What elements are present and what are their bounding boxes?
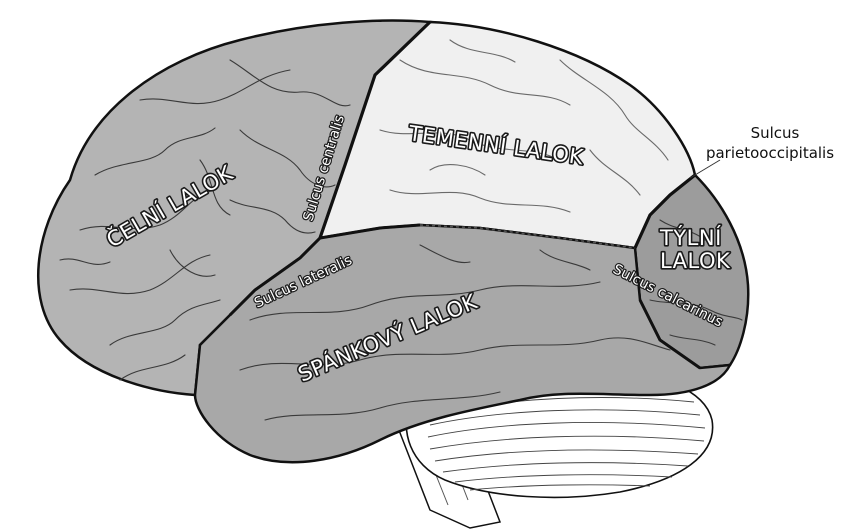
parietooccipitalis-label-line2: parietooccipitalis	[706, 144, 834, 162]
occipital-lobe-label-line1: TÝLNÍ	[659, 225, 722, 250]
occipital-lobe-label-line2: LALOK	[660, 249, 731, 273]
parietooccipitalis-label-line1: Sulcus	[751, 124, 800, 142]
